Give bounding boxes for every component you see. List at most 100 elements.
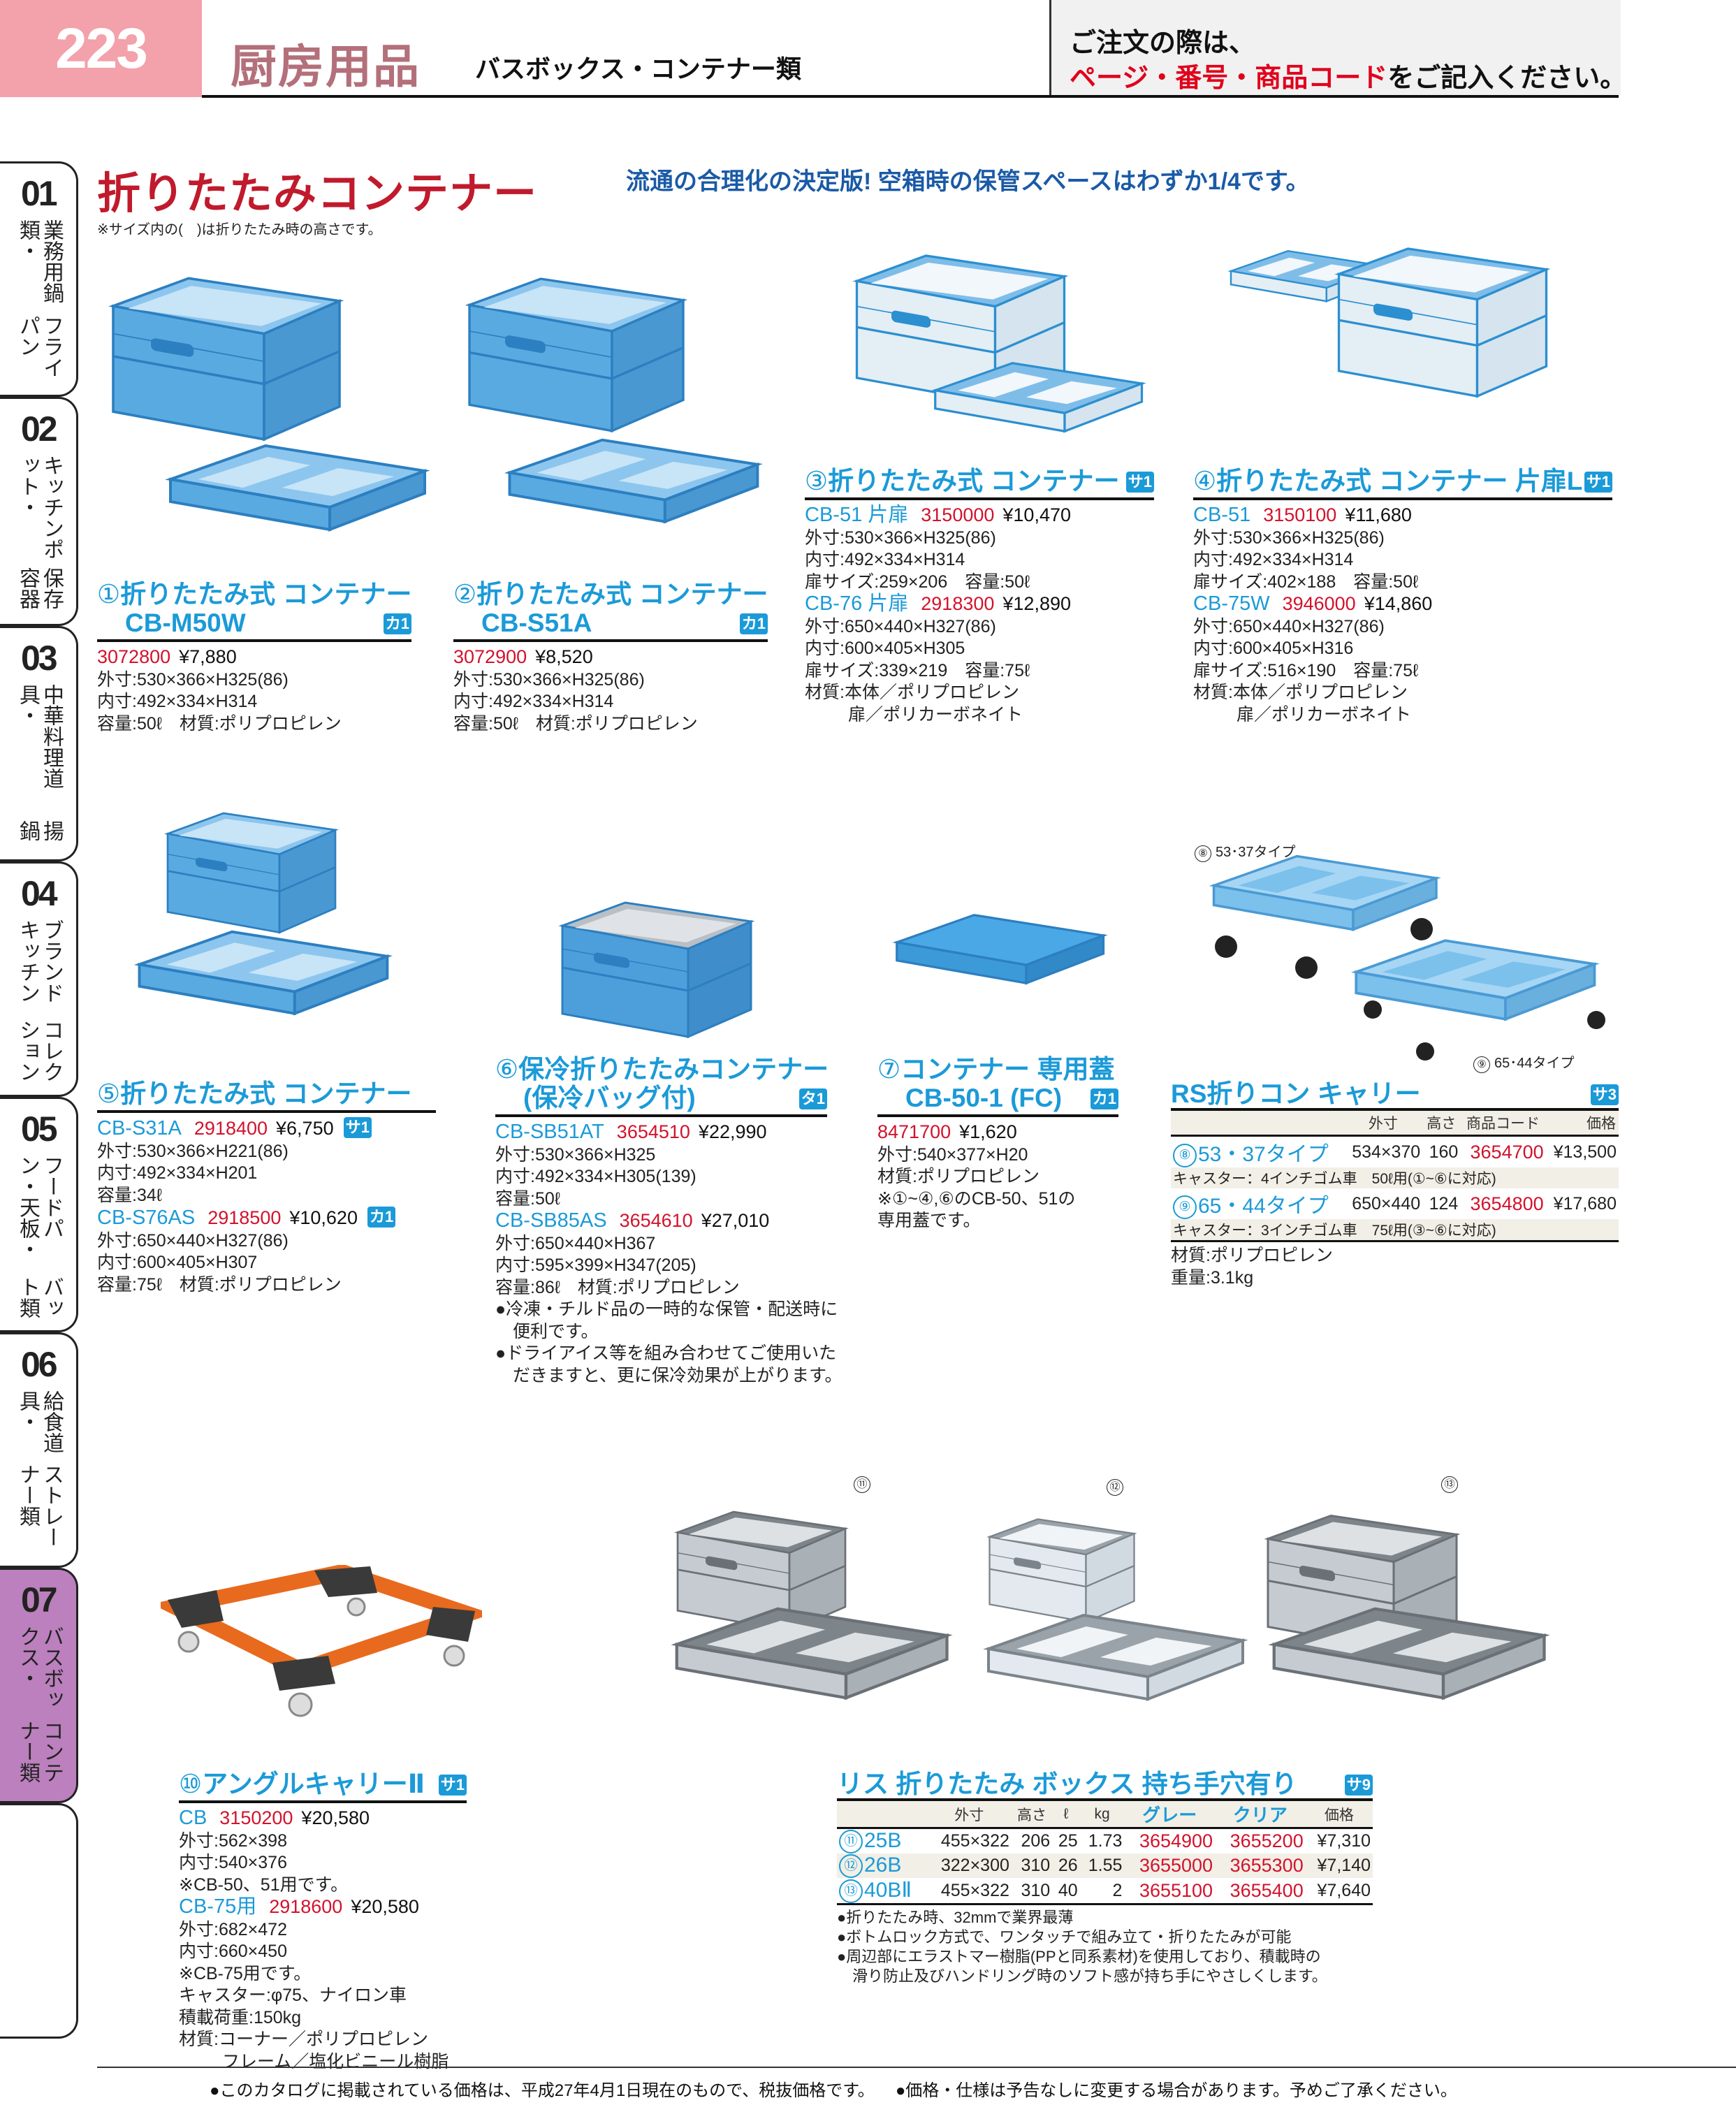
product-number: ① <box>97 580 121 609</box>
row-price: ¥17,680 <box>1553 1193 1617 1214</box>
image-label-53-37: ⑧ 53･37タイプ <box>1195 840 1296 862</box>
product-title-line: ②折りたたみ式 コンテナー <box>453 580 768 609</box>
sidebar-tab-label-line: ブランドキッチン <box>16 919 63 1003</box>
order-note-line2: ページ・番号・商品コードをご記入ください。 <box>1070 56 1626 94</box>
rs-weight: 重量:3.1kg <box>1171 1267 1254 1288</box>
spec-line: 8471700¥1,620 <box>877 1121 1118 1144</box>
column-header: 外寸 <box>926 1798 1012 1829</box>
spec-text: 内寸:540×376 <box>179 1853 287 1872</box>
row-code-clear: 3655200 <box>1230 1830 1304 1851</box>
product-title-text: 折りたたみ式 コンテナー <box>120 1079 412 1108</box>
row-code: 3654700 <box>1470 1141 1544 1163</box>
product-code: 3150100 <box>1263 504 1337 525</box>
price: ¥12,890 <box>1002 593 1071 614</box>
spec-line: 扉／ポリカーボネイト <box>805 704 1154 727</box>
row-size: 534×370 <box>1352 1142 1421 1162</box>
column-header: 価格 <box>1305 1798 1373 1829</box>
spec-text: 外寸:562×398 <box>179 1830 287 1851</box>
table-row-note: キャスター：3インチゴム車 75ℓ用(③~⑥に対応) <box>1171 1219 1619 1242</box>
row-name-text: 53・37タイプ <box>1198 1143 1329 1166</box>
title-rule <box>877 1114 1118 1117</box>
sidebar-tab-label-line: 中華料理道具・ <box>16 684 63 789</box>
stock-badge: タ1 <box>798 1088 827 1109</box>
spec-line: 外寸:530×366×H325(86) <box>805 527 1154 550</box>
spec-text: 内寸:600×405×H305 <box>805 639 965 658</box>
spec-text: 外寸:530×366×H325(86) <box>453 669 645 690</box>
spec-text: 内寸:492×334×H314 <box>1193 550 1354 569</box>
product-image-cb-m50w <box>101 256 437 565</box>
footer-notes: ●このカタログに掲載されている価格は、平成27年4月1日現在のもので、税抜価格で… <box>210 2076 1478 2101</box>
label-text: 53･37タイプ <box>1216 845 1296 860</box>
row-note: キャスター：4インチゴム車 50ℓ用(①~⑥に対応) <box>1171 1167 1619 1188</box>
row-code-clear: 3655300 <box>1215 1853 1306 1878</box>
title-rule <box>1193 497 1612 500</box>
spec-line: 内寸:595×399×H347(205) <box>495 1255 827 1277</box>
product-image-angle-carrier <box>151 1564 493 1747</box>
product-image-lid <box>852 908 1146 999</box>
spec-line: 便利です。 <box>495 1321 827 1343</box>
spec-line: 3072900¥8,520 <box>453 646 768 669</box>
spec-line: 材質:本体／ポリプロピレン <box>805 682 1154 704</box>
spec-text: 扉サイズ:402×188 容量:50ℓ <box>1193 571 1419 592</box>
image-label-12: ⑫ <box>1107 1478 1128 1496</box>
price: ¥8,520 <box>535 646 593 667</box>
header-divider <box>202 95 1619 98</box>
sidebar-tab-blank[interactable] <box>0 1803 78 2039</box>
sidebar-tab-label-line: フライパン <box>16 314 63 378</box>
product-title-text: CB-50-1 (FC) <box>905 1084 1063 1112</box>
sidebar-tab-label: 業務用鍋類・フライパン <box>15 219 63 395</box>
product-number: ⑦ <box>877 1055 901 1084</box>
spec-text: 内寸:492×334×H314 <box>453 692 614 711</box>
product-title-text: 折りたたみ式 コンテナー <box>828 467 1120 495</box>
row-number: ⑫ <box>839 1854 863 1878</box>
row-name-text: 65・44タイプ <box>1198 1195 1329 1218</box>
sidebar-tab-number: 05 <box>21 1109 58 1149</box>
product-title-line: (保冷バッグ付)タ1 <box>495 1084 827 1112</box>
spec-line: 扉サイズ:259×206 容量:50ℓ <box>805 571 1154 594</box>
product-image-cb-s51a <box>458 256 768 565</box>
row-size: 650×440 <box>1352 1193 1421 1214</box>
label-number: ⑧ <box>1195 845 1211 862</box>
sidebar-tab-label-line: フードパン・天板・ <box>16 1155 63 1260</box>
spec-line: 容量:50ℓ <box>495 1188 827 1211</box>
spec-text: 容量:50ℓ 材質:ポリプロピレン <box>453 713 698 734</box>
product-image-cb-51-door <box>803 234 1153 447</box>
product-code: 2918400 <box>194 1118 268 1139</box>
row-price: ¥7,140 <box>1305 1853 1373 1878</box>
stock-badge: サ1 <box>438 1775 467 1796</box>
product-number: ② <box>453 580 477 609</box>
product-code: 3072800 <box>97 646 171 667</box>
spec-line: ※①~④,⑥のCB-50、51の <box>877 1188 1118 1211</box>
spec-text: 外寸:530×366×H325(86) <box>1193 527 1385 548</box>
page-number: 223 <box>0 0 202 97</box>
row-name-text: 40BⅡ <box>864 1879 912 1902</box>
spec-text: 容量:86ℓ 材質:ポリプロピレン <box>495 1277 740 1297</box>
row-liters: 40 <box>1052 1878 1080 1905</box>
spec-text: ※CB-75用です。 <box>179 1963 312 1983</box>
spec-line: 材質:ポリプロピレン <box>877 1166 1118 1188</box>
spec-line: 専用蓋です。 <box>877 1210 1118 1232</box>
title-rule <box>495 1114 827 1117</box>
